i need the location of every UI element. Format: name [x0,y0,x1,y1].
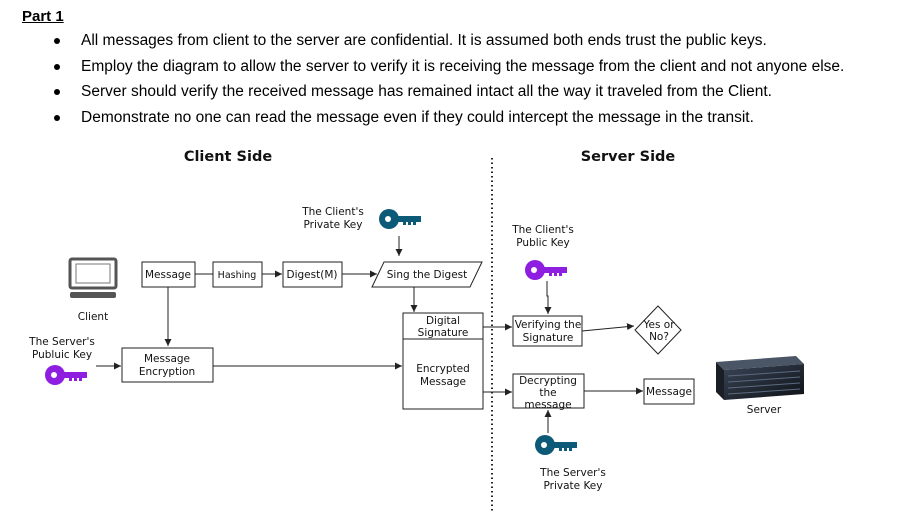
server-public-key-icon [45,365,87,385]
client-computer-icon [68,257,118,298]
requirements-list: All messages from client to the server a… [52,30,844,132]
message-encryption-label: Message [144,353,190,365]
client-private-key-label: Private Key [304,219,363,231]
requirement-item: All messages from client to the server a… [52,30,844,56]
digest-node-label: Digest(M) [287,269,338,281]
public-key-to-verify-arrow [544,281,552,314]
server-private-key-label: Private Key [544,480,603,492]
client-label: Client [78,311,108,323]
server-public-key-label: Publuic Key [32,349,92,361]
decrypting-message-label: Decrypting [519,375,577,387]
output-message-node [643,378,695,405]
digest-node [282,261,343,288]
decrypting-message-label: the [539,387,556,399]
server-side-title: Server Side [581,149,676,165]
flow-connectors [96,236,643,433]
yes-no-label: Yes or [642,319,675,331]
hashing-node [212,261,263,288]
server-private-key-icon [535,435,577,455]
message-node-label: Message [145,269,191,281]
verify-to-decision-arrow [581,323,635,332]
encrypted-message-label: Encrypted [416,363,470,375]
sign-digest-node [371,261,483,288]
verifying-signature-node [512,315,583,347]
digital-signature-label: Signature [418,327,469,339]
sign-digest-label: Sing the Digest [387,269,468,281]
client-public-key-icon [525,260,567,280]
server-public-key-label: The Server's [28,336,95,348]
client-public-key-label: Public Key [516,237,569,249]
hashing-node-label: Hashing [218,270,257,281]
requirement-item: Demonstrate no one can read the message … [52,107,844,133]
requirement-item: Server should verify the received messag… [52,81,844,107]
server-label: Server [747,404,782,416]
client-public-key-label: The Client's [511,224,574,236]
yes-no-label: No? [649,331,669,343]
encrypted-message-node [402,338,484,410]
decrypting-message-label: message [524,399,571,411]
client-private-key-label: The Client's [301,206,364,218]
verifying-signature-label: Signature [523,332,574,344]
client-side-title: Client Side [184,149,273,165]
encrypted-message-label: Message [420,376,466,388]
digital-signature-label: Digital [426,315,460,327]
message-encryption-label: Encryption [139,366,195,378]
requirement-item: Employ the diagram to allow the server t… [52,56,844,82]
server-private-key-label: The Server's [539,467,606,479]
verifying-signature-label: Verifying the [515,319,582,331]
client-private-key-icon [379,209,421,229]
output-message-label: Message [646,386,692,398]
part-heading: Part 1 [22,8,64,25]
yes-no-decision-node [634,305,682,355]
digital-signature-node [402,312,484,340]
server-icon [716,356,804,400]
message-encryption-node [121,347,214,383]
